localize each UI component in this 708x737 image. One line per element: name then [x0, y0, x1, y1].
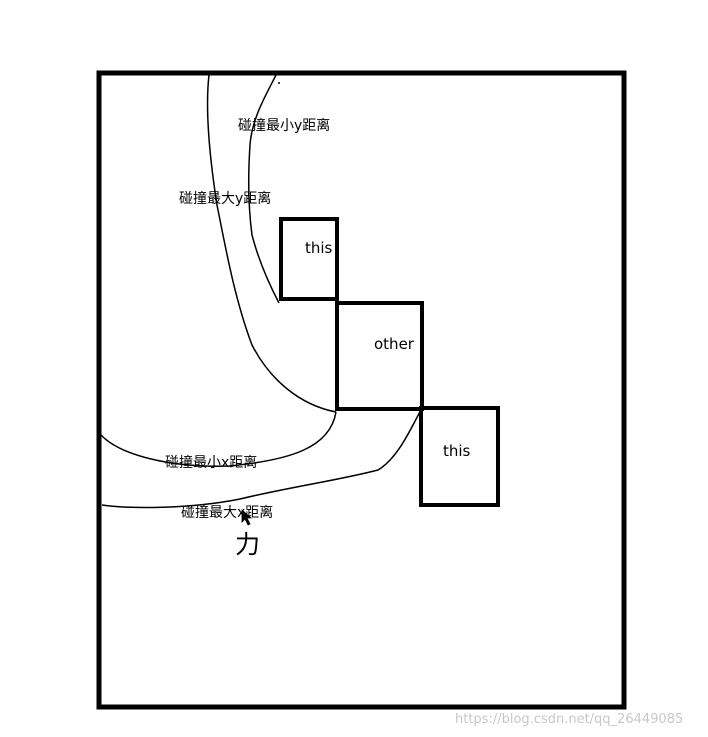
min-x-curve: [100, 411, 337, 467]
this-box-right: [419, 406, 500, 507]
min-y-curve: [247, 74, 280, 304]
min-x-label: 碰撞最小x距离: [165, 454, 257, 471]
cursor-arrow-icon: [241, 509, 253, 526]
outer-frame: [96, 70, 627, 710]
max-y-curve: [206, 74, 337, 413]
stray-dot: [278, 82, 280, 84]
watermark: https://blog.csdn.net/qq_26449085: [455, 712, 683, 727]
max-x-label: 碰撞最大x距离: [181, 504, 273, 521]
min-y-label: 碰撞最小y距离: [238, 117, 330, 134]
max-y-label: 碰撞最大y距离: [179, 190, 271, 207]
this-top-label: this: [305, 239, 333, 257]
this-box-top: [279, 217, 339, 301]
force-label: 力: [235, 530, 260, 559]
this-right-label: this: [443, 442, 471, 460]
other-box: [335, 301, 424, 411]
max-x-curve: [101, 407, 423, 509]
other-label: other: [374, 335, 415, 353]
